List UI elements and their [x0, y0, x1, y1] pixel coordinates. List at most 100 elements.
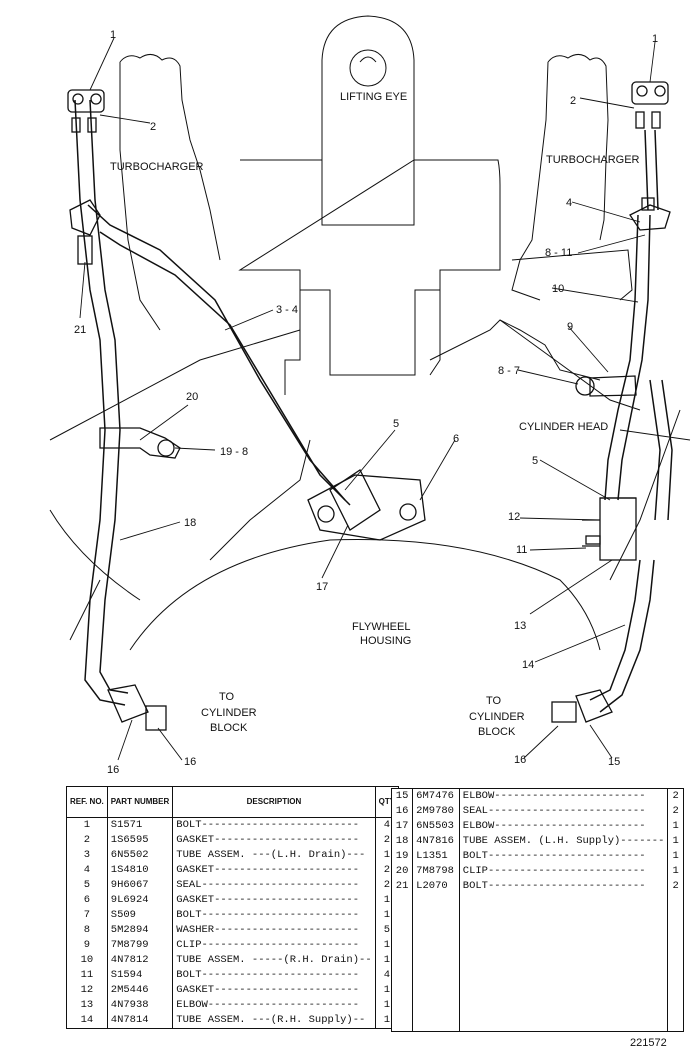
callout-l19-8: 19 - 8: [220, 446, 248, 458]
callout-r2: 2: [570, 95, 576, 107]
header-part-number: PART NUMBER: [107, 786, 174, 818]
part-number-cell: S1594: [107, 968, 174, 983]
ref-cell: 21: [391, 879, 414, 894]
part-number-cell: 6M7476: [412, 788, 460, 804]
qty-cell: 1: [383, 849, 391, 861]
qty-cell: 1: [383, 1014, 391, 1026]
ref-cell: 20: [391, 864, 414, 879]
part-number-cell: 6N5503: [412, 819, 460, 834]
part-number-cell: 5M2894: [107, 923, 174, 938]
lh-fitting-16: [107, 684, 167, 731]
part-number-cell: 4N7814: [107, 1013, 174, 1029]
qty-cell: 1: [383, 909, 391, 921]
parts-header-row: REF. NO. PART NUMBER DESCRIPTION QTY: [66, 786, 399, 818]
part-number-cell: 6N5502: [107, 848, 174, 863]
qty-cell: 5: [383, 924, 391, 936]
description-cell: BOLT-------------------------: [172, 908, 376, 923]
ref-cell: 5: [66, 878, 108, 893]
part-number-cell: L2070: [412, 879, 460, 894]
description-cell: ELBOW------------------------: [459, 819, 669, 834]
header-ref: REF. NO.: [66, 786, 108, 818]
description-cell: SEAL-------------------------: [459, 804, 669, 819]
description-cell: CLIP-------------------------: [172, 938, 376, 953]
description-cell: BOLT-------------------------: [172, 817, 376, 833]
filler-cell: [412, 894, 460, 1032]
part-number-cell: 4N7938: [107, 998, 174, 1013]
qty-cell: 1: [383, 939, 391, 951]
callout-r8-7: 8 - 7: [498, 365, 520, 377]
part-number-cell: 2M5446: [107, 983, 174, 998]
callout-r1: 1: [652, 33, 658, 45]
qty-cell: 1: [672, 835, 679, 847]
filler-cell: [668, 894, 684, 1032]
ref-cell: 18: [391, 834, 414, 849]
ref-cell: 12: [66, 983, 108, 998]
ref-cell: 9: [66, 938, 108, 953]
qty-cell: 4: [383, 969, 391, 981]
label-flywheel: FLYWHEEL: [352, 621, 410, 633]
qty-cell: 2: [383, 834, 391, 846]
callout-r15: 15: [608, 756, 620, 768]
callout-r4: 4: [566, 197, 572, 209]
engine-outline: [49, 15, 691, 651]
table-filler-row: [391, 894, 684, 1032]
qty-cell: 1: [672, 820, 679, 832]
callout-r12: 12: [508, 511, 520, 523]
clip-9: [575, 375, 637, 397]
turbocharger-oil-lines-diagram: LIFTING EYE TURBOCHARGER TURBOCHARGER CY…: [49, 15, 691, 776]
ref-cell: 15: [391, 788, 414, 804]
description-cell: TUBE ASSEM. ---(R.H. Supply)--: [172, 1013, 376, 1029]
qty-cell: 2: [383, 879, 391, 891]
rh-fitting-16: [551, 689, 613, 723]
figure-number: 221572: [630, 1037, 667, 1049]
qty-cell: 4: [383, 819, 391, 831]
lh-drain-tube: [87, 204, 351, 506]
label-lifting-eye: LIFTING EYE: [340, 91, 407, 103]
callout-l6: 6: [453, 433, 459, 445]
rh-flange-4: [629, 197, 671, 231]
callout-l16b: 16: [184, 756, 196, 768]
ref-cell: 6: [66, 893, 108, 908]
qty-cell: 1: [383, 954, 391, 966]
description-cell: TUBE ASSEM. (L.H. Supply)-------: [459, 834, 669, 849]
rh-tubes: [589, 129, 673, 713]
description-cell: WASHER-----------------------: [172, 923, 376, 938]
label-to-left: TO: [219, 691, 235, 703]
ref-cell: 2: [66, 833, 108, 848]
description-cell: SEAL-------------------------: [172, 878, 376, 893]
ref-cell: 14: [66, 1013, 108, 1029]
label-cylinder-head: CYLINDER HEAD: [519, 421, 608, 433]
description-cell: BOLT-------------------------: [459, 879, 669, 894]
leader-lines: [79, 37, 656, 761]
label-to-right: TO: [486, 695, 502, 707]
ref-cell: 8: [66, 923, 108, 938]
label-turbocharger-left: TURBOCHARGER: [110, 161, 204, 173]
part-number-cell: 4N7816: [412, 834, 460, 849]
callout-r5: 5: [532, 455, 538, 467]
part-number-cell: 4N7812: [107, 953, 174, 968]
description-cell: GASKET-----------------------: [172, 833, 376, 848]
label-block-left: BLOCK: [210, 722, 248, 734]
ref-cell: 3: [66, 848, 108, 863]
callout-l5: 5: [393, 418, 399, 430]
label-cylinder-right: CYLINDER: [469, 711, 525, 723]
callout-r16: 16: [514, 754, 526, 766]
